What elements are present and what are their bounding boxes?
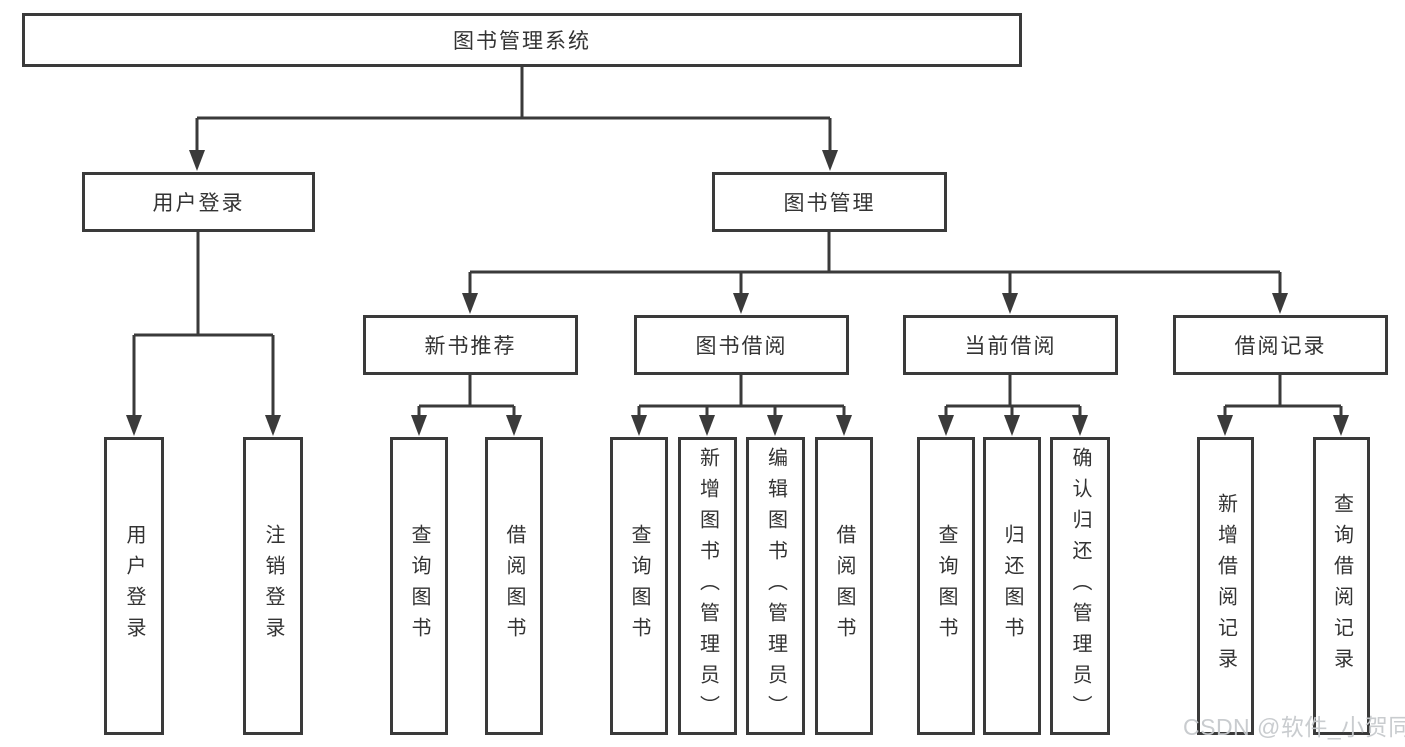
leaf-edit-book-admin: 编辑图书（管理员） <box>746 437 805 735</box>
node-user-login: 用户登录 <box>82 172 315 232</box>
leaf-query-books-1: 查询图书 <box>390 437 448 735</box>
leaf-logout: 注销登录 <box>243 437 303 735</box>
leaf-add-borrow-record: 新增借阅记录 <box>1197 437 1254 735</box>
leaf-return-book: 归还图书 <box>983 437 1041 735</box>
edge-user-login <box>126 232 281 436</box>
leaf-borrow-books-1: 借阅图书 <box>485 437 543 735</box>
edge-book-borrow <box>631 375 852 436</box>
leaf-user-login: 用户登录 <box>104 437 164 735</box>
leaf-borrow-books-2: 借阅图书 <box>815 437 873 735</box>
leaf-query-books-3: 查询图书 <box>917 437 975 735</box>
edge-book-management <box>462 232 1288 314</box>
node-book-borrow: 图书借阅 <box>634 315 849 375</box>
leaf-query-books-2: 查询图书 <box>610 437 668 735</box>
node-root: 图书管理系统 <box>22 13 1022 67</box>
edge-new-book-recommend <box>411 375 522 436</box>
leaf-query-borrow-record: 查询借阅记录 <box>1313 437 1370 735</box>
leaf-add-book-admin: 新增图书（管理员） <box>678 437 737 735</box>
leaf-confirm-return-admin: 确认归还（管理员） <box>1050 437 1110 735</box>
node-new-book-recommend: 新书推荐 <box>363 315 578 375</box>
node-current-borrow: 当前借阅 <box>903 315 1118 375</box>
edge-borrow-records <box>1217 375 1349 436</box>
edge-root <box>189 67 838 171</box>
node-book-management: 图书管理 <box>712 172 947 232</box>
edge-current-borrow <box>938 375 1088 436</box>
node-borrow-records: 借阅记录 <box>1173 315 1388 375</box>
watermark: CSDN @软件_小贺同学 <box>1183 714 1405 740</box>
